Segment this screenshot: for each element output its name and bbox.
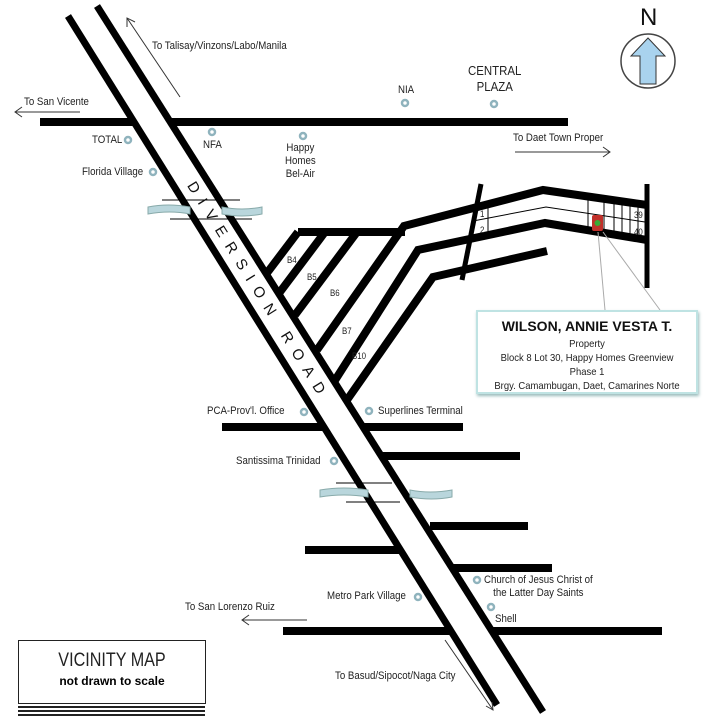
label-line: Homes [285,155,316,167]
lot-2: 2 [480,225,485,235]
landmark-shell: Shell [495,613,517,625]
label-line: Bel-Air [285,168,315,180]
landmark-central-plaza: CENTRAL PLAZA [468,63,521,95]
landmark-nfa: NFA [203,139,222,151]
lot-40: 40 [634,227,643,237]
bridge-lines [162,199,400,503]
landmark-nia: NIA [398,84,415,96]
roads [40,118,662,635]
landmark-florida: Florida Village [82,166,144,178]
road-b10 [343,247,548,403]
direction-arrows [14,17,611,711]
landmark-pca: PCA-Prov'l. Office [207,405,285,417]
block-b7: B7 [342,326,352,336]
property-dot [594,220,601,226]
direction-east: To Daet Town Proper [513,132,604,144]
landmark-santissima: Santissima Trinidad [236,455,321,467]
lots-grid [472,196,646,239]
callout-leader [597,231,661,311]
label-line: Happy [286,142,315,154]
landmark-happy-homes: Happy Homes Bel-Air [285,142,316,181]
map-subtitle: not drawn to scale [59,674,165,688]
label-line: CENTRAL [468,63,522,78]
lot-1: 1 [480,209,485,219]
property-address-1: Block 8 Lot 30, Happy Homes Greenview Ph… [500,352,674,378]
label-line: PLAZA [476,79,513,94]
water-crossings [147,204,453,500]
landmark-church: Church of Jesus Christ of the Latter Day… [484,574,593,600]
label-line: the Latter Day Saints [493,587,584,599]
diversion-road-surface [68,6,543,712]
direction-north: To Talisay/Vinzons/Labo/Manila [152,40,287,52]
north-label: N [640,4,658,31]
diversion-road [65,4,546,714]
block-b10: B10 [352,351,367,361]
direction-west-bottom: To San Lorenzo Ruiz [185,601,275,613]
map-title: VICINITY MAP [58,650,166,671]
label-line: Church of Jesus Christ of [484,574,593,586]
landmark-superlines: Superlines Terminal [378,405,463,417]
property-label: Property [569,338,605,350]
map-legend: VICINITY MAP not drawn to scale [18,640,206,704]
landmark-total: TOTAL [92,134,123,146]
landmark-metro-park: Metro Park Village [327,590,406,602]
block-b5: B5 [307,272,317,282]
block-b6: B6 [330,288,340,298]
property-address-2: Brgy. Camambugan, Daet, Camarines Norte [494,380,680,392]
block-b4: B4 [287,255,297,265]
greenview-road-north [313,185,648,353]
direction-south: To Basud/Sipocot/Naga City [335,670,456,682]
property-callout: WILSON, ANNIE VESTA T. Property Block 8 … [476,310,698,394]
direction-west-top: To San Vicente [24,96,89,108]
landmark-markers [123,98,499,612]
property-owner: WILSON, ANNIE VESTA T. [501,318,673,334]
lot-39: 39 [634,210,643,220]
greenview-road-south [328,218,648,388]
north-arrow-icon [620,33,676,89]
legend-underline [18,706,205,716]
